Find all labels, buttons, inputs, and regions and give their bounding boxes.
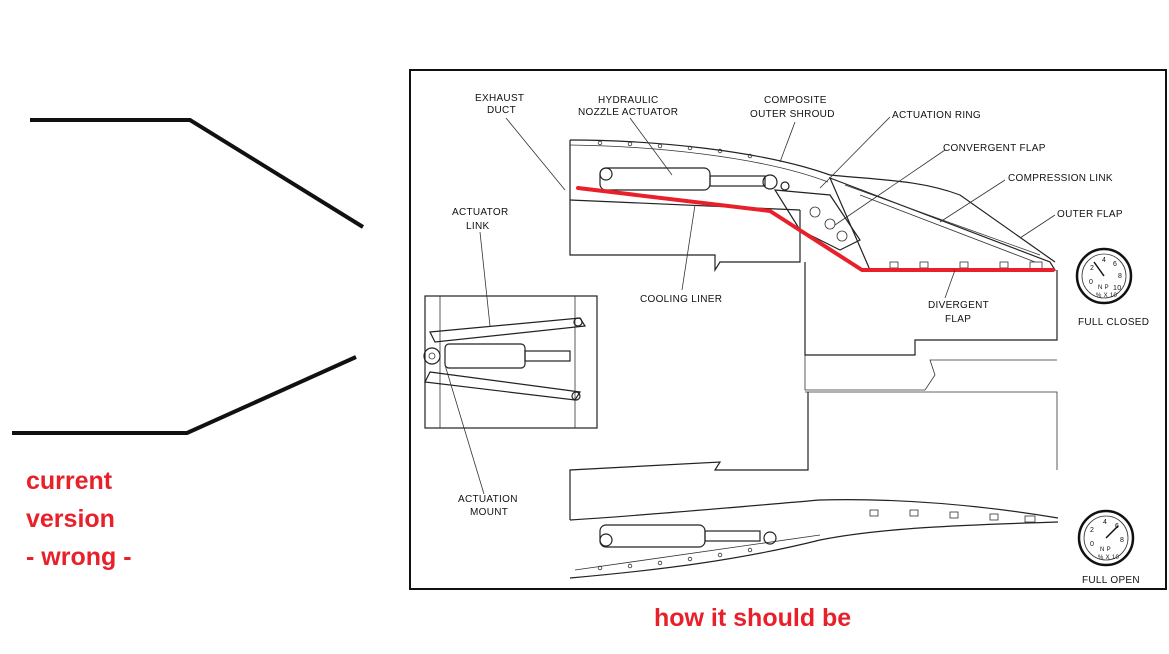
label-compression-link: COMPRESSION LINK [1008, 173, 1113, 184]
current-lower-line [12, 355, 357, 435]
gauge-open-tick-6: 6 [1115, 523, 1119, 530]
gauge-full-open: 2 4 6 8 0 N P % X 10 [1077, 509, 1135, 567]
label-outer-shroud-1: COMPOSITE [764, 95, 827, 106]
break-line [804, 355, 1058, 470]
upper-nozzle-closed [569, 139, 1058, 356]
label-divergent-flap-1: DIVERGENT [928, 300, 989, 311]
current-upper-line [30, 118, 365, 229]
lower-nozzle-open [569, 392, 1059, 579]
gauge-closed-center-np: N P [1098, 285, 1109, 291]
figure-frame [409, 69, 1167, 590]
correct-profile-line [576, 186, 1055, 272]
label-cooling-liner: COOLING LINER [640, 294, 722, 305]
gauge-closed-tick-10: 10 [1113, 285, 1121, 292]
label-outer-flap: OUTER FLAP [1057, 209, 1123, 220]
label-full-open: FULL OPEN [1082, 575, 1140, 586]
label-full-closed: FULL CLOSED [1078, 317, 1149, 328]
actuator-inset [423, 295, 598, 429]
how-it-should-be-note: how it should be [654, 604, 852, 632]
label-outer-shroud-2: OUTER SHROUD [750, 109, 835, 120]
gauge-open-center-np: N P [1100, 547, 1111, 553]
gauge-closed-tick-4: 4 [1102, 257, 1106, 264]
gauge-open-tick-0: 0 [1090, 541, 1094, 548]
label-actuator-link-2: LINK [466, 221, 489, 232]
gauge-closed-tick-2: 2 [1090, 265, 1094, 272]
label-actuation-mount-2: MOUNT [470, 507, 508, 518]
gauge-open-center-unit: % X 10 [1098, 555, 1120, 561]
label-hydraulic-2: NOZZLE ACTUATOR [578, 107, 678, 118]
note-line-wrong: - wrong - [26, 543, 132, 571]
gauge-closed-center-unit: % X 10 [1096, 293, 1118, 299]
gauge-closed-tick-0: 0 [1089, 279, 1093, 286]
gauge-open-tick-8: 8 [1120, 537, 1124, 544]
label-actuator-link-1: ACTUATOR [452, 207, 508, 218]
label-actuation-ring: ACTUATION RING [892, 110, 981, 121]
note-line-current: current [26, 467, 113, 495]
label-actuation-mount-1: ACTUATION [458, 494, 518, 505]
label-exhaust-duct-2: DUCT [487, 105, 516, 116]
gauge-full-closed: 2 4 6 8 10 0 N P % X 10 [1075, 247, 1133, 305]
current-version-note: current version - wrong - [26, 462, 132, 576]
gauge-closed-tick-8: 8 [1118, 273, 1122, 280]
gauge-open-tick-4: 4 [1103, 519, 1107, 526]
gauge-open-tick-2: 2 [1090, 527, 1094, 534]
label-hydraulic-1: HYDRAULIC [598, 95, 659, 106]
gauge-closed-tick-6: 6 [1113, 261, 1117, 268]
label-divergent-flap-2: FLAP [945, 314, 971, 325]
note-line-version: version [26, 505, 115, 533]
label-exhaust-duct-1: EXHAUST [475, 93, 524, 104]
current-version-sketch [12, 118, 365, 435]
label-convergent-flap: CONVERGENT FLAP [943, 143, 1046, 154]
leader-lines [444, 116, 1056, 495]
